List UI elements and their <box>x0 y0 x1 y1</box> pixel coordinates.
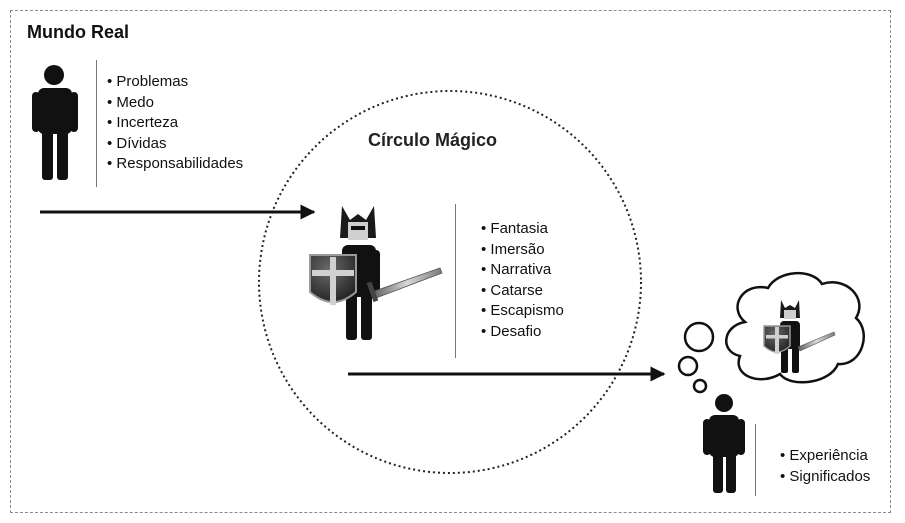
real-world-list: Problemas Medo Incerteza Dívidas Respons… <box>107 72 243 175</box>
list-item: Narrativa <box>481 260 564 281</box>
magic-circle-list: Fantasia Imersão Narrativa Catarse Escap… <box>481 219 564 343</box>
outcome-divider <box>755 424 756 496</box>
list-item: Experiência <box>780 446 870 467</box>
person-icon <box>32 65 78 180</box>
diagram-frame <box>10 10 891 513</box>
knight-dream-icon <box>763 300 836 373</box>
real-world-title: Mundo Real <box>27 22 129 42</box>
list-item: Escapismo <box>481 301 563 322</box>
list-item: Fantasia <box>481 219 564 240</box>
list-item: Incerteza <box>107 113 243 134</box>
list-item: Significados <box>780 467 870 488</box>
magic-circle-divider <box>455 204 456 358</box>
list-item: Desafio <box>481 322 564 343</box>
list-item: Medo <box>107 93 243 114</box>
outcome-list: Experiência Significados <box>780 446 870 487</box>
list-item: Imersão <box>481 240 564 261</box>
real-world-divider <box>96 60 97 187</box>
magic-circle <box>258 90 642 474</box>
list-item: Problemas <box>107 72 243 93</box>
magic-circle-title: Círculo Mágico <box>368 130 498 150</box>
list-item: Dívidas <box>107 134 243 155</box>
list-item: Catarse <box>481 281 564 302</box>
person-outcome-icon <box>703 394 745 493</box>
list-item: Responsabilidades <box>107 154 243 175</box>
knight-icon <box>309 206 443 340</box>
